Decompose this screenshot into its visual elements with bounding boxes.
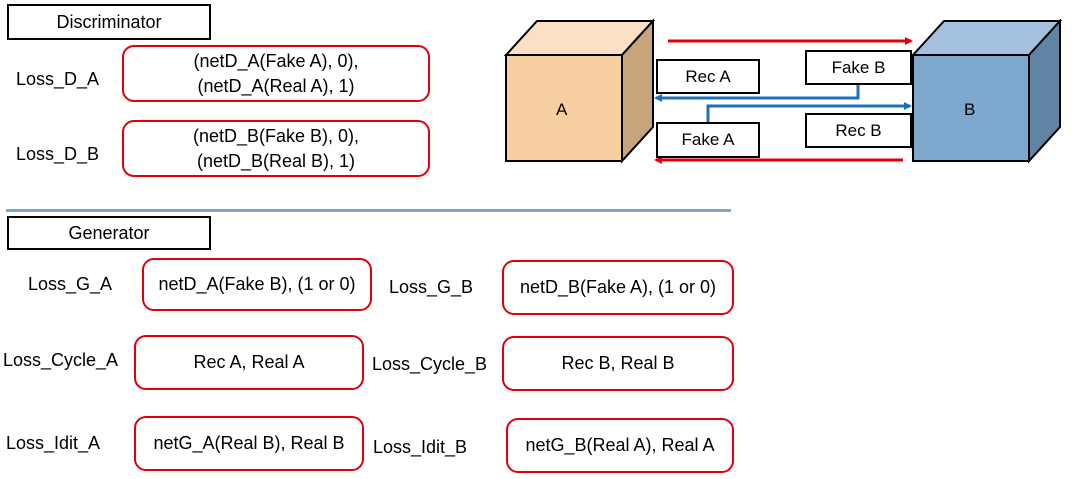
- tag-rec-a-text: Rec A: [685, 66, 731, 86]
- loss-g-a-label: Loss_G_A: [28, 274, 113, 294]
- loss-g-b-label: Loss_G_B: [389, 277, 474, 297]
- cube-a: [503, 18, 656, 164]
- loss-g-a-value: netD_A(Fake B), (1 or 0): [158, 274, 356, 294]
- tag-rec-b: Rec B: [805, 113, 912, 148]
- discriminator-header: Discriminator: [7, 4, 211, 40]
- loss-cycle-a-box: Rec A, Real A: [134, 335, 364, 390]
- loss-d-b-line2: (netD_B(Real B), 1): [196, 150, 356, 171]
- loss-d-a-line2: (netD_A(Real A), 1): [197, 75, 355, 96]
- discriminator-title: Discriminator: [56, 11, 162, 32]
- cube-a-label: A: [556, 100, 568, 119]
- blue-arrow-rec-b: [706, 102, 912, 122]
- cube-b: [910, 18, 1063, 164]
- loss-cycle-a-value: Rec A, Real A: [193, 352, 305, 372]
- loss-idit-b-box: netG_B(Real A), Real A: [506, 418, 734, 473]
- tag-rec-a: Rec A: [656, 59, 760, 94]
- tag-rec-b-text: Rec B: [835, 120, 882, 140]
- loss-g-a-box: netD_A(Fake B), (1 or 0): [142, 258, 372, 311]
- tag-fake-b-text: Fake B: [831, 57, 886, 77]
- cube-b-label: B: [964, 100, 976, 119]
- tag-fake-a: Fake A: [656, 122, 760, 158]
- loss-idit-b-value: netG_B(Real A), Real A: [525, 435, 715, 455]
- loss-idit-a-box: netG_A(Real B), Real B: [134, 416, 364, 471]
- loss-idit-b-label: Loss_Idit_B: [373, 437, 468, 457]
- cube-b-front: [912, 54, 1030, 162]
- loss-d-b-line1: (netD_B(Fake B), 0),: [192, 125, 360, 146]
- loss-idit-a-label: Loss_Idit_A: [6, 433, 101, 453]
- loss-d-a-box: (netD_A(Fake A), 0), (netD_A(Real A), 1): [122, 45, 430, 102]
- generator-header: Generator: [7, 216, 211, 250]
- loss-g-b-box: netD_B(Fake A), (1 or 0): [502, 260, 734, 315]
- loss-g-b-value: netD_B(Fake A), (1 or 0): [519, 277, 717, 297]
- loss-d-a-label: Loss_D_A: [16, 69, 100, 89]
- cube-a-front: [505, 54, 623, 162]
- tag-fake-b: Fake B: [805, 50, 912, 85]
- generator-title: Generator: [68, 222, 150, 243]
- loss-idit-a-value: netG_A(Real B), Real B: [153, 433, 345, 453]
- loss-cycle-b-box: Rec B, Real B: [502, 336, 734, 391]
- tag-fake-a-text: Fake A: [681, 130, 735, 149]
- loss-d-b-label: Loss_D_B: [16, 144, 100, 164]
- loss-cycle-a-label: Loss_Cycle_A: [3, 350, 119, 370]
- loss-d-b-box: (netD_B(Fake B), 0), (netD_B(Real B), 1): [122, 120, 430, 177]
- blue-arrow-rec-a: [654, 84, 860, 102]
- section-divider: [6, 209, 731, 212]
- loss-cycle-b-value: Rec B, Real B: [561, 353, 675, 373]
- loss-cycle-b-label: Loss_Cycle_B: [372, 354, 488, 374]
- loss-d-a-line1: (netD_A(Fake A), 0),: [193, 50, 359, 71]
